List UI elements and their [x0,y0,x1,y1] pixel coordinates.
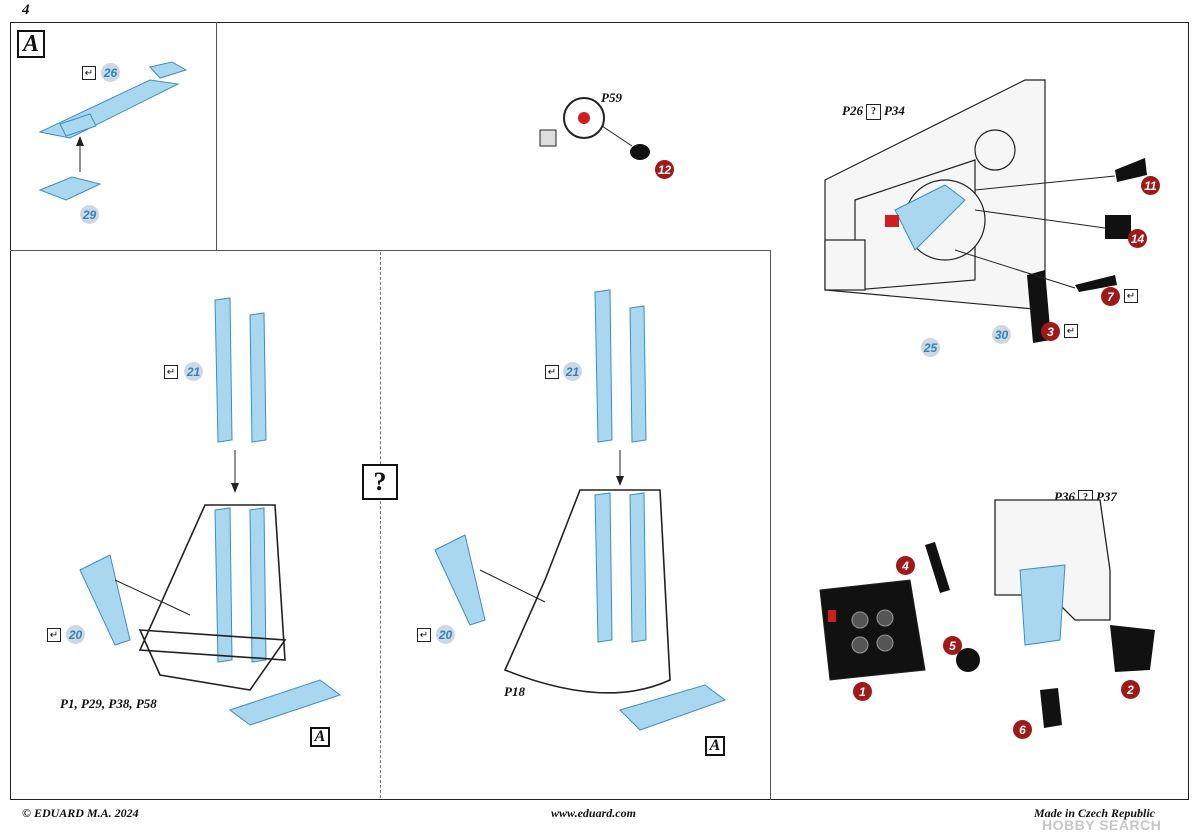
ref-p37: P37 [1095,489,1117,504]
page-number: 4 [22,2,30,18]
bend-icon: ↵ [545,365,559,379]
part-4: 4 [896,556,915,575]
step-symbol: ? [865,104,881,120]
ref-p26-p34: P26?P34 [842,103,905,120]
ref-p34: P34 [883,103,905,118]
bend-icon: ↵ [1124,289,1138,303]
bend-icon: ↵ [1064,324,1078,338]
instrument-panel-drawing [819,499,1155,728]
ref-p-list: P1, P29, P38, P58 [60,696,157,711]
divider [216,22,217,250]
part-3: 3 [1041,322,1060,341]
part-12: 12 [655,160,674,179]
part-14: 14 [1128,229,1147,248]
divider [770,250,771,800]
part-11: 11 [1141,176,1160,195]
seat-frame-drawing [79,297,342,726]
bend-icon: ↵ [47,628,61,642]
cockpit-sidewall-drawing [824,79,1147,343]
part-21: 21 [184,362,203,381]
part-2: 2 [1121,680,1140,699]
part-1: 1 [853,682,872,701]
part-7: 7 [1101,287,1120,306]
part-26: 26 [101,63,120,82]
part-21b: 21 [563,362,582,381]
option-question-mark: ? [362,464,398,500]
ref-a-box: A [310,727,330,747]
part-25: 25 [921,338,940,357]
part-29: 29 [80,205,99,224]
part-5: 5 [943,636,962,655]
part-20b: 20 [436,625,455,644]
ref-p59: P59 [601,90,622,105]
footer-made-in: Made in Czech Republic [1034,806,1156,820]
bend-icon: ↵ [164,365,178,379]
bend-icon: ↵ [417,628,431,642]
ref-p18: P18 [504,684,525,699]
bend-icon: ↵ [82,66,96,80]
option-divider [380,252,381,798]
footer-website: www.eduard.com [551,806,636,820]
seat-bucket-drawing [434,289,727,731]
wheel-drawing [539,97,650,160]
part-30: 30 [992,325,1011,344]
footer-copyright: © EDUARD M.A. 2024 [22,806,139,820]
part-6: 6 [1013,720,1032,739]
section-a-marker: A [17,30,45,58]
sheet-frame [10,22,1189,800]
ref-a-box-2: A [705,736,725,756]
part-20: 20 [66,625,85,644]
divider [10,250,770,251]
belt-buckle-drawing [38,61,188,201]
watermark: HOBBY SEARCH [1042,817,1162,833]
ref-p26: P26 [842,103,863,118]
